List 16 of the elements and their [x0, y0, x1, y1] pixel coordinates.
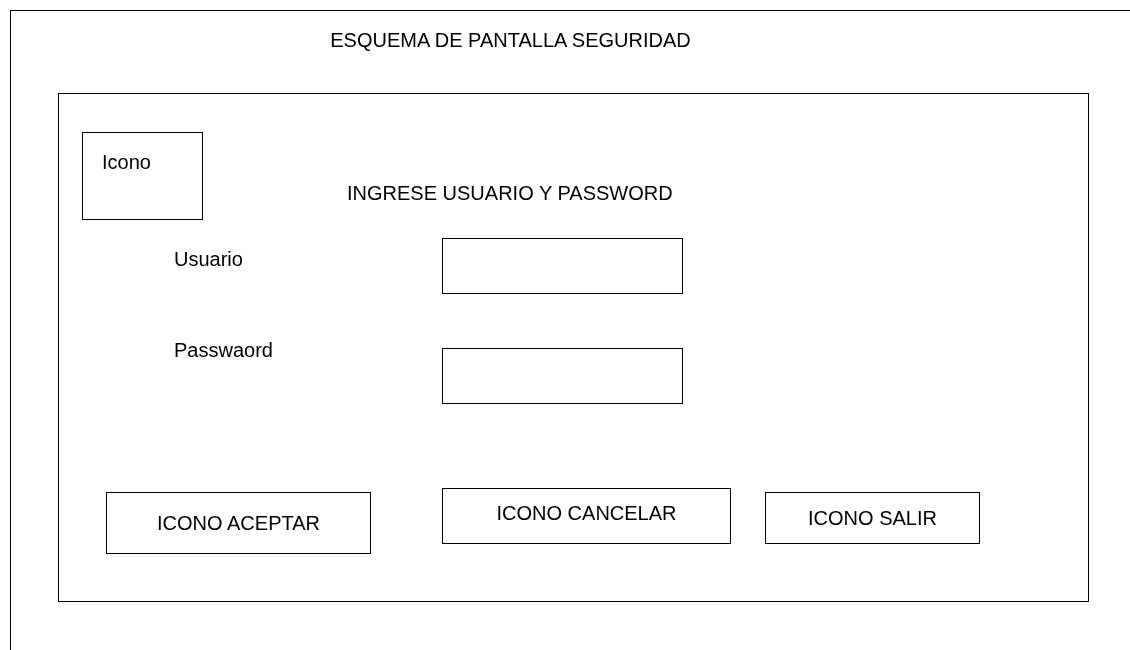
login-panel	[58, 93, 1089, 602]
icon-placeholder-box	[82, 132, 203, 220]
exit-button	[765, 492, 980, 544]
instruction-text: INGRESE USUARIO Y PASSWORD	[347, 181, 673, 206]
field-label: Passwaord	[174, 338, 273, 363]
screen-frame	[10, 10, 1130, 650]
box-text: Icono	[102, 151, 151, 173]
input-field	[442, 238, 683, 294]
box-text: ICONO CANCELAR	[496, 501, 677, 526]
field-label: Usuario	[174, 247, 243, 272]
box-text: ICONO ACEPTAR	[157, 511, 320, 536]
screen-title: ESQUEMA DE PANTALLA SEGURIDAD	[330, 29, 691, 51]
cancel-button	[442, 488, 731, 544]
accept-button	[106, 492, 371, 554]
box-text: ICONO SALIR	[808, 506, 937, 531]
input-field	[442, 348, 683, 404]
